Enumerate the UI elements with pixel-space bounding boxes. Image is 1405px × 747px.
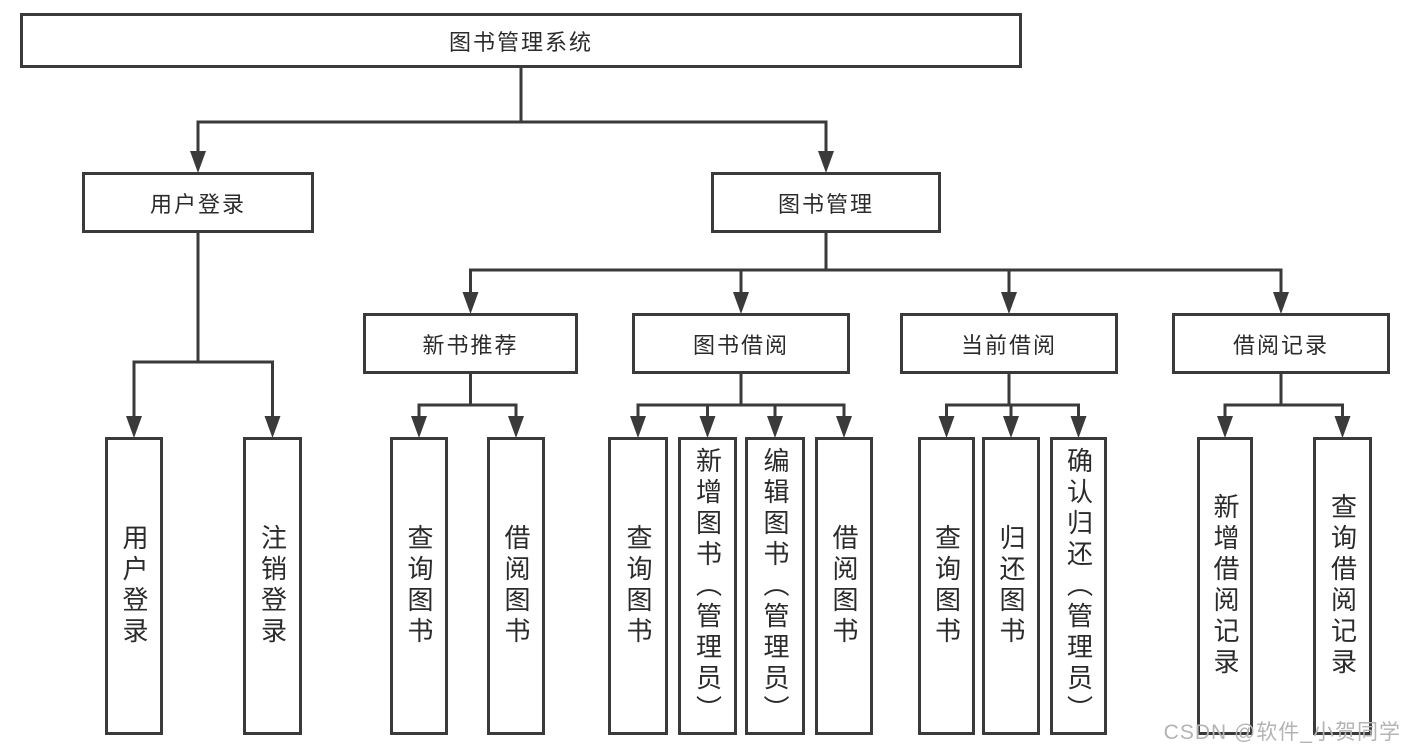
arrowhead-icon (938, 416, 955, 438)
arrowhead-icon (264, 416, 281, 438)
arrowhead-icon (508, 416, 524, 438)
node-label-book-mgmt: 图书管理 (777, 191, 874, 217)
node-br-query: 查询借阅记录 (1313, 437, 1372, 735)
arrowhead-icon (1001, 292, 1017, 314)
node-label-nb-query: 查询图书 (404, 524, 434, 648)
node-label-bb-query: 查询图书 (623, 524, 653, 648)
node-user-login: 用户登录 (82, 172, 314, 233)
arrowhead-icon (126, 416, 142, 438)
node-label-nb-borrow: 借阅图书 (501, 524, 531, 648)
node-nb-borrow: 借阅图书 (487, 437, 545, 735)
arrowhead-icon (1217, 416, 1233, 438)
node-borrowing: 图书借阅 (632, 313, 850, 374)
node-label-new-book: 新书推荐 (422, 332, 519, 358)
node-label-cb-query: 查询图书 (931, 524, 962, 648)
watermark: CSDN @软件_小贺同学 (1163, 721, 1401, 744)
node-label-bb-edit: 编辑图书（管理员） (760, 446, 790, 726)
node-label-bb-add: 新增图书（管理员） (692, 446, 723, 726)
node-cb-return: 归还图书 (982, 437, 1040, 735)
node-bb-query: 查询图书 (608, 437, 668, 735)
node-label-system: 图书管理系统 (448, 29, 593, 55)
node-book-mgmt: 图书管理 (711, 172, 941, 233)
node-cb-confirm: 确认归还（管理员） (1050, 437, 1107, 735)
arrowhead-icon (462, 292, 479, 314)
node-label-br-add: 新增借阅记录 (1210, 493, 1240, 679)
arrowhead-icon (630, 416, 646, 438)
arrowhead-icon (818, 151, 834, 173)
node-label-current: 当前借阅 (960, 332, 1057, 358)
node-label-borrowing: 图书借阅 (692, 332, 789, 358)
node-label-br-query: 查询借阅记录 (1327, 493, 1358, 679)
node-ul-login: 用户登录 (105, 437, 163, 735)
arrowhead-icon (1070, 416, 1087, 438)
node-ul-logout: 注销登录 (243, 437, 302, 735)
arrowhead-icon (411, 416, 427, 438)
arrowhead-icon (699, 416, 716, 438)
node-bb-add: 新增图书（管理员） (678, 437, 737, 735)
arrowhead-icon (836, 416, 852, 438)
arrowhead-icon (1003, 416, 1019, 438)
node-br-add: 新增借阅记录 (1197, 437, 1253, 735)
node-system: 图书管理系统 (20, 13, 1022, 68)
arrowhead-icon (190, 151, 206, 173)
node-label-cb-return: 归还图书 (996, 524, 1026, 648)
node-label-cb-confirm: 确认归还（管理员） (1063, 446, 1094, 726)
arrowhead-icon (1334, 416, 1351, 438)
node-bb-edit: 编辑图书（管理员） (745, 437, 805, 735)
arrowhead-icon (1273, 292, 1289, 314)
node-label-bb-borrow: 借阅图书 (829, 524, 859, 648)
node-records: 借阅记录 (1172, 313, 1390, 374)
node-nb-query: 查询图书 (390, 437, 448, 735)
node-cb-query: 查询图书 (918, 437, 975, 735)
node-label-ul-logout: 注销登录 (257, 524, 288, 648)
node-label-records: 借阅记录 (1232, 332, 1329, 358)
node-label-ul-login: 用户登录 (119, 524, 149, 648)
node-label-user-login: 用户登录 (149, 191, 246, 217)
node-bb-borrow: 借阅图书 (815, 437, 873, 735)
arrowhead-icon (767, 416, 783, 438)
node-new-book: 新书推荐 (363, 313, 578, 374)
arrowhead-icon (733, 292, 749, 314)
node-current: 当前借阅 (900, 313, 1118, 374)
